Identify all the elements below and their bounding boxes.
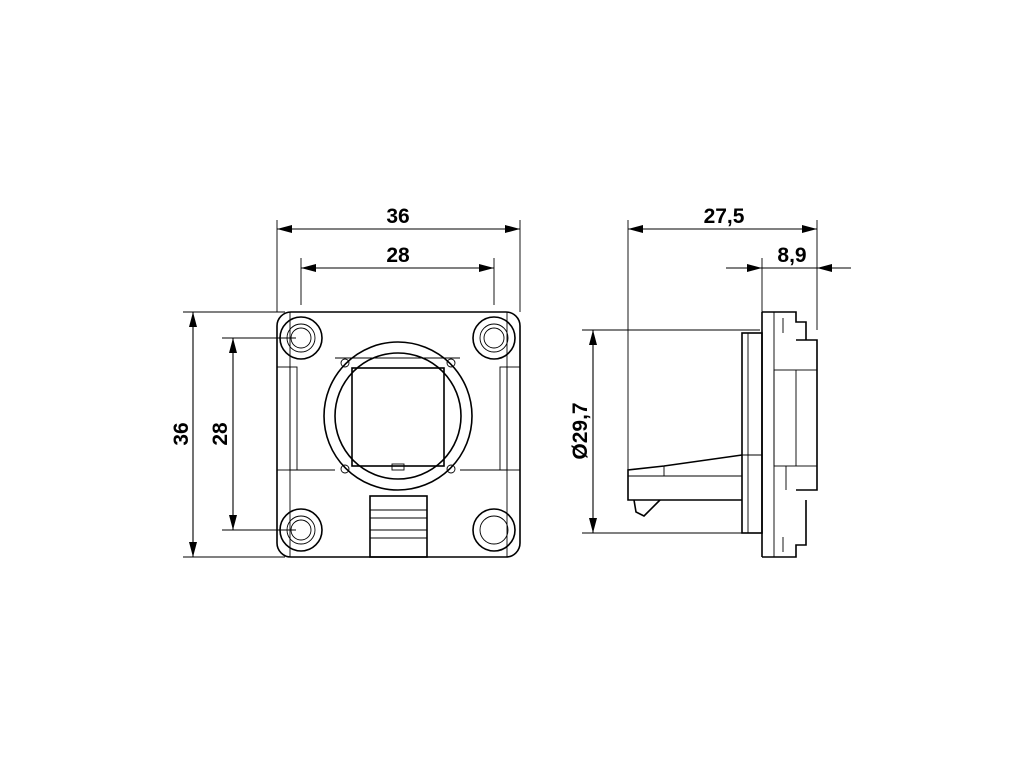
mounting-hole-bottom-right: [472, 508, 516, 552]
side-body-outline: [627, 311, 818, 558]
mounting-hole-top-left: [279, 316, 323, 360]
dimension-width-outer: 36: [277, 205, 520, 233]
dimension-label-flange-depth: 8,9: [777, 244, 806, 267]
dimension-label-depth-total: 27,5: [704, 205, 745, 228]
central-port: [323, 341, 473, 491]
dimension-height-outer: 36: [170, 312, 197, 557]
dimension-label-diameter: Ø29,7: [569, 402, 592, 459]
latch-block: [369, 495, 428, 558]
side-view: 27,5 8,9 Ø29,7: [569, 205, 851, 558]
dimension-width-inner: 28: [301, 244, 494, 272]
dimension-label-height-inner: 28: [209, 422, 232, 446]
mounting-hole-bottom-left: [279, 508, 323, 552]
front-view: 36 28 36 28: [170, 205, 521, 558]
mounting-hole-top-right: [472, 316, 516, 360]
dimension-flange-depth: 8,9: [726, 244, 851, 272]
dimension-label-width-inner: 28: [386, 244, 410, 267]
dimension-depth-total: 27,5: [628, 205, 817, 233]
dimension-diameter: Ø29,7: [569, 330, 597, 533]
dimension-height-inner: 28: [209, 338, 237, 530]
dimension-label-width-outer: 36: [386, 205, 409, 228]
dimension-label-height-outer: 36: [170, 422, 193, 445]
